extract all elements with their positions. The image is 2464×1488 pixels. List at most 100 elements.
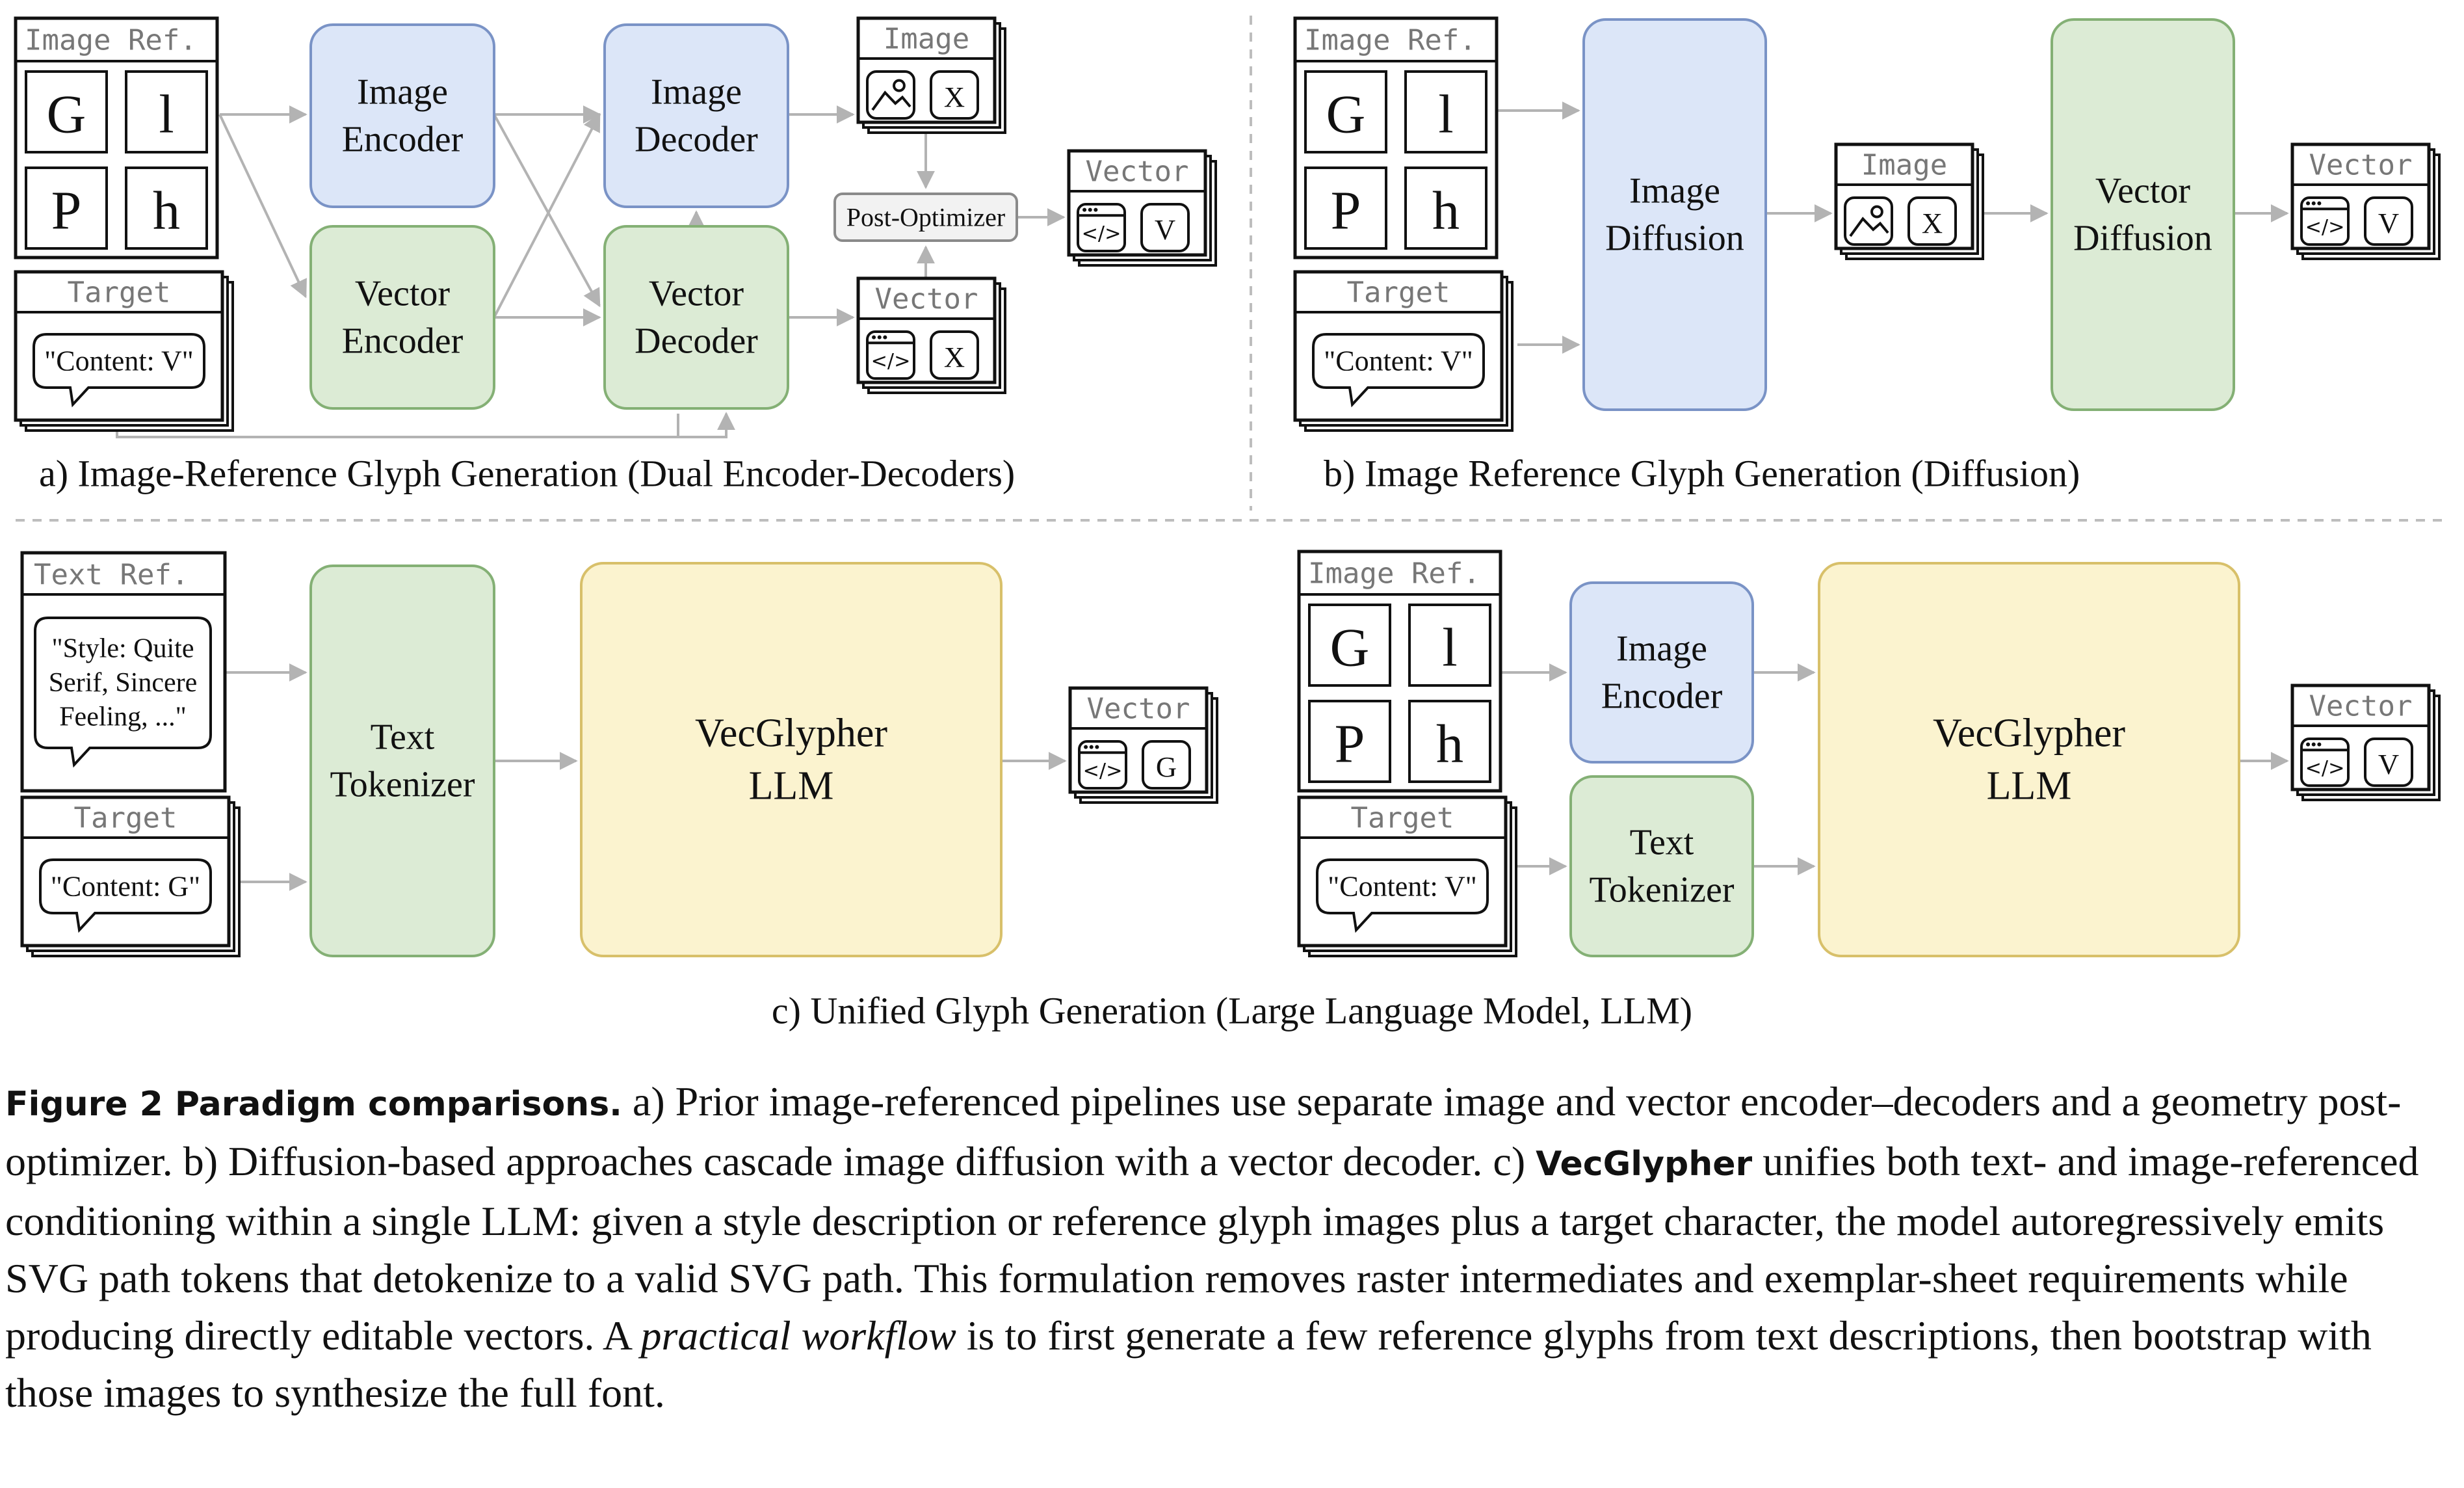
c-target-left-content-text: "Content: G" [51,871,200,903]
b-image-ref-glyph: P [1331,181,1361,241]
arrow-layer [116,101,2289,891]
c-llm-right-label: VecGlypher [1933,711,2125,756]
c-vector-right: Vector</>V [2290,684,2441,801]
c-vector-right-glyph-box-glyph: V [2378,748,2399,780]
a-image-out-picture-icon-sun [893,79,906,92]
b-image-mid-picture-icon-mountain [1849,217,1889,237]
b-caption: b) Image Reference Glyph Generation (Dif… [1324,453,2080,495]
a-vector-out: Vector</>X [856,276,1006,394]
c-vector-right-code-window-icon-dot [2306,742,2311,747]
b-final-vector-code-window-icon-dot [2317,201,2322,206]
b-image-diffusion-label: Image [1629,171,1720,211]
c-text-tokenizer-right-label: Text [1630,823,1694,863]
c-vector-left-title: Vector [1087,693,1190,726]
caption-text-3: is to first generate a few reference gly… [5,1312,2372,1416]
a-target-content-text: "Content: V" [44,345,193,377]
b-target-content-text: "Content: V" [1324,345,1473,377]
a-final-vector: Vector</>V [1067,149,1217,267]
a-image-ref-glyph: P [51,181,82,241]
a-image-out-picture-icon-mountain [871,90,911,111]
b-final-vector: Vector </> V [2290,142,2441,260]
c-vector-left-code-window-icon-glyph: </> [1083,760,1123,782]
a-vector-decoder-label: Vector [649,274,744,314]
b-vector-diffusion-label: Vector [2095,171,2191,211]
c-target-right: Target"Content: V" [1297,795,1517,957]
c-image-ref-glyph-cell [1308,700,1391,783]
c-vector-left-glyph-box [1142,740,1191,790]
c-caption: c) Unified Glyph Generation (Large Langu… [772,990,1692,1032]
a-vector-out-glyph-box [930,330,979,380]
caption-text-1: a) Prior image-referenced pipelines use … [5,1078,2402,1184]
c-image-ref-glyph-cell [1308,604,1391,687]
c-target-left: Target "Content: G" [20,795,241,957]
b-final-vector-glyph-box-glyph: V [2378,207,2399,239]
a-target-content-bubble [33,333,205,408]
b-target-title: Target [1347,276,1450,310]
a-vector-out-glyph-box-glyph: X [944,341,965,373]
c-llm-left-label: VecGlypher [695,711,887,756]
b-image-ref-title: Image Ref. [1304,24,1476,57]
a-arrow-imgenc-vecdec [493,114,601,308]
a-target: Target"Content: V" [14,270,234,432]
a-post-optimizer-box [833,193,1018,242]
b-final-vector-code-window-icon-glyph: </> [2305,216,2345,239]
c-llm-right-label: LLM [1987,764,2072,808]
c-text-ref-content-text: Feeling, ..." [59,702,187,732]
caption-emphasis: practical workflow [640,1312,956,1359]
a-vector-encoder-label: Encoder [342,321,464,361]
a-image-ref-glyph: h [153,181,180,241]
a-final-vector-code-window-icon-dot [1082,207,1087,212]
a-image-ref-glyph-cell [25,70,108,153]
c-image-encoder-label: Encoder [1601,676,1723,716]
c-text-tokenizer-left-label: Tokenizer [330,764,475,804]
a-vector-out-code-window-icon-dot [872,335,876,339]
c-image-ref-title: Image Ref. [1308,557,1480,591]
a-arrow-ref-vecenc [218,114,307,299]
c-image-encoder-box [1569,581,1754,764]
a-final-vector-title: Vector [1086,155,1189,189]
b-image-diffusion-box [1582,18,1767,411]
c-image-ref-glyph: G [1330,618,1370,678]
c-vector-right-title: Vector [2309,690,2413,723]
c-image-ref-glyph: P [1335,714,1365,775]
c-target-left-title: Target [74,802,177,835]
b-vector-diffusion-label: Diffusion [2073,218,2212,258]
a-vector-out-title: Vector [875,283,978,316]
b-final-vector-title: Vector [2309,149,2413,182]
a-vector-encoder-box [309,225,495,410]
c-text-tokenizer-right-label: Tokenizer [1589,870,1734,910]
a-vector-encoder-label: Vector [355,274,451,314]
b-image-mid-glyph-box [1907,196,1957,246]
figure-caption: Figure 2 Paradigm comparisons. a) Prior … [5,1073,2456,1422]
a-vector-out-code-window-icon-dot [883,335,887,339]
b-target-content-bubble [1312,333,1485,408]
c-text-ref-title: Text Ref. [34,559,189,592]
a-post-optimizer-label: Post-Optimizer [846,203,1005,232]
c-llm-right-box [1818,562,2240,957]
c-target-left-content-bubble [39,858,212,933]
b-image-mid-glyph-box-glyph: X [1922,207,1943,239]
c-image-ref-glyph-cell [1408,700,1491,783]
b-final-vector-code-window-icon-dot [2311,201,2316,206]
a-image-decoder-label: Image [651,72,742,113]
a-post-optimizer: Post-Optimizer [833,193,1018,242]
c-image-ref-glyph: h [1436,714,1463,775]
a-image-ref-glyph-cell [125,166,208,250]
a-caption: a) Image-Reference Glyph Generation (Dua… [39,453,1015,495]
a-final-vector-code-window-icon-glyph: </> [1082,222,1121,245]
caption-text-2: unifies both text- and image-referenced … [5,1138,2419,1359]
a-image-out-title: Image [884,23,969,56]
c-llm-left-box [580,562,1003,957]
c-text-tokenizer-left-label: Text [371,717,435,758]
a-image-decoder-box [603,23,789,208]
a-final-vector-glyph-box [1140,203,1190,252]
